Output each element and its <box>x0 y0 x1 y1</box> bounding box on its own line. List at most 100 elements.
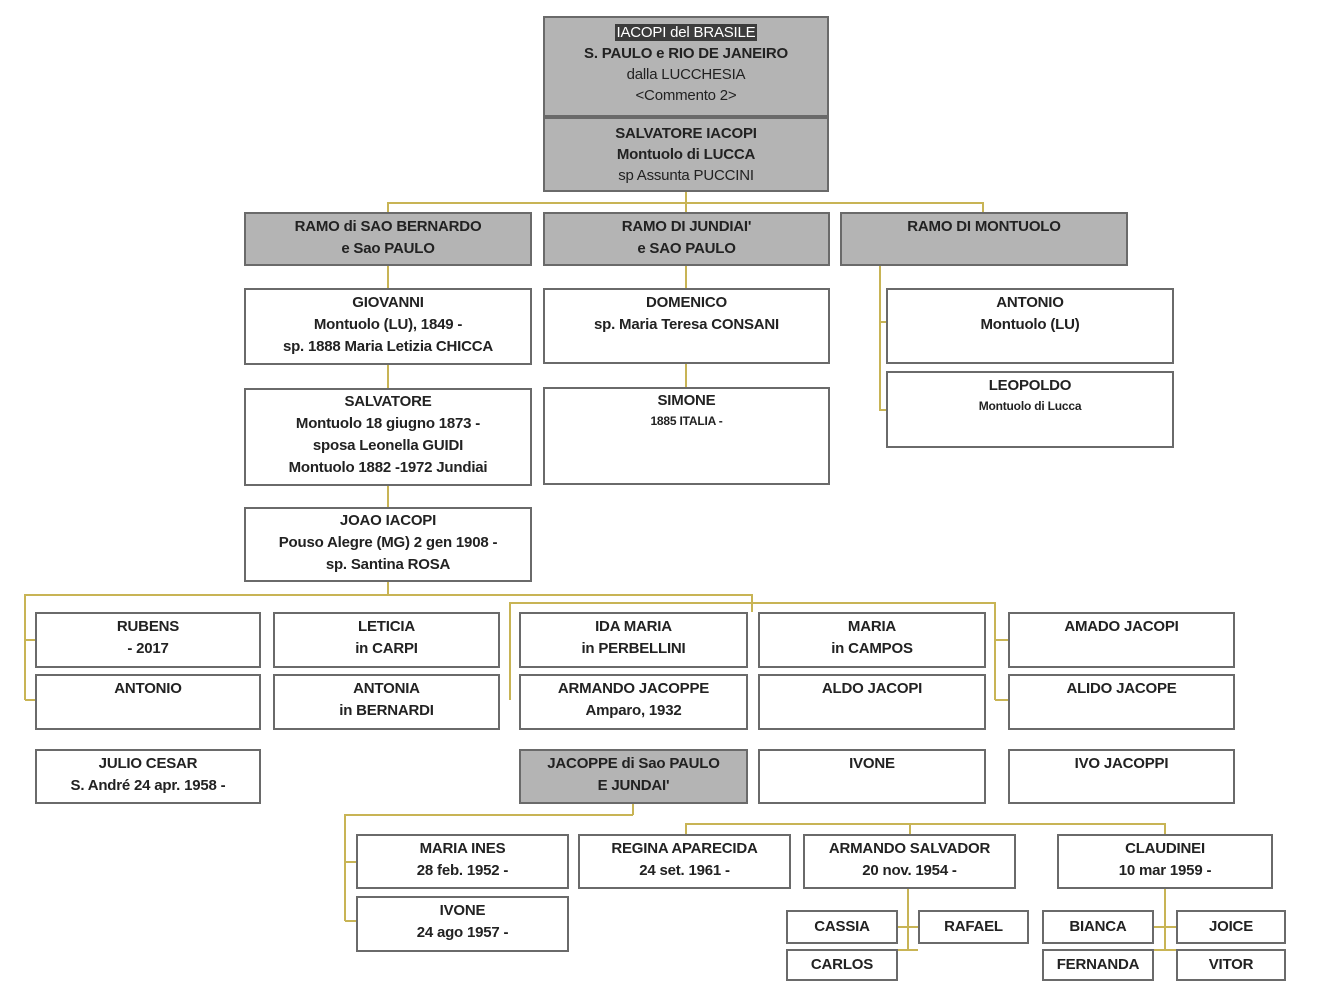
person-name: CASSIA <box>814 918 870 935</box>
branch-jundiai: RAMO DI JUNDIAI' e SAO PAULO <box>543 212 830 266</box>
person-ivone-1957: IVONE 24 ago 1957 - <box>356 896 569 952</box>
person-name: LEOPOLDO <box>988 377 1072 394</box>
person-detail: S. André 24 apr. 1958 - <box>70 777 226 794</box>
person-domenico: DOMENICO sp. Maria Teresa CONSANI <box>543 288 830 364</box>
person-detail: in BERNARDI <box>339 702 434 719</box>
branch-sao-bernardo: RAMO di SAO BERNARDO e Sao PAULO <box>244 212 532 266</box>
person-name: JULIO CESAR <box>98 755 198 772</box>
person-name: ALDO JACOPI <box>821 680 923 697</box>
branch-label: e SAO PAULO <box>637 240 736 257</box>
person-armando-jacoppe: ARMANDO JACOPPE Amparo, 1932 <box>519 674 748 730</box>
person-regina: REGINA APARECIDA 24 set. 1961 - <box>578 834 791 889</box>
person-name: MARIA <box>847 618 897 635</box>
person-ivone: IVONE <box>758 749 986 804</box>
person-joice: JOICE <box>1176 910 1286 944</box>
person-name: GIOVANNI <box>352 294 424 311</box>
connector <box>344 814 633 921</box>
person-detail: Pouso Alegre (MG) 2 gen 1908 - <box>278 534 498 551</box>
person-detail: in CARPI <box>355 640 418 657</box>
branch-label: RAMO di SAO BERNARDO <box>294 218 482 235</box>
person-detail: Montuolo 18 giugno 1873 - <box>295 415 481 432</box>
person-name: RAFAEL <box>944 918 1003 935</box>
header-title: IACOPI del BRASILE <box>614 24 758 41</box>
person-name: CARLOS <box>810 956 874 973</box>
person-cassia: CASSIA <box>786 910 898 944</box>
connector <box>685 823 1166 834</box>
person-name: IDA MARIA <box>595 618 672 635</box>
person-detail: sp. Santina ROSA <box>325 556 451 573</box>
person-detail: - 2017 <box>127 640 169 657</box>
person-detail: 20 nov. 1954 - <box>862 862 957 879</box>
person-name: ARMANDO SALVADOR <box>828 840 991 857</box>
founder-line2: Montuolo di LUCCA <box>616 146 756 163</box>
header-line2: S. PAULO e RIO DE JANEIRO <box>584 45 788 62</box>
founder-line3: sp Assunta PUCCINI <box>618 167 754 184</box>
person-joao: JOAO IACOPI Pouso Alegre (MG) 2 gen 1908… <box>244 507 532 582</box>
person-name: JOAO IACOPI <box>339 512 437 529</box>
person-detail: Amparo, 1932 <box>585 702 682 719</box>
person-detail: Montuolo 1882 -1972 Jundiai <box>288 459 488 476</box>
founder-name: SALVATORE IACOPI <box>615 125 757 142</box>
person-leopoldo: LEOPOLDO Montuolo di Lucca <box>886 371 1174 448</box>
person-antonia: ANTONIA in BERNARDI <box>273 674 500 730</box>
person-maria-ines: MARIA INES 28 feb. 1952 - <box>356 834 569 889</box>
branch-label: E JUNDAI' <box>597 777 670 794</box>
connector <box>879 266 886 411</box>
connector <box>509 602 996 700</box>
person-name: MARIA INES <box>419 840 506 857</box>
person-alido: ALIDO JACOPE <box>1008 674 1235 730</box>
person-detail: sp. Maria Teresa CONSANI <box>594 316 779 333</box>
header-line4: <Commento 2> <box>635 87 737 104</box>
person-claudinei: CLAUDINEI 10 mar 1959 - <box>1057 834 1273 889</box>
person-antonio-montuolo: ANTONIO Montuolo (LU) <box>886 288 1174 364</box>
person-detail: sp. 1888 Maria Letizia CHICCA <box>282 338 494 355</box>
person-name: ARMANDO JACOPPE <box>557 680 710 697</box>
person-name: ANTONIO <box>996 294 1064 311</box>
person-salvatore: SALVATORE Montuolo 18 giugno 1873 - spos… <box>244 388 532 486</box>
person-name: AMADO JACOPI <box>1064 618 1179 635</box>
person-name: VITOR <box>1208 956 1254 973</box>
person-detail: Montuolo di Lucca <box>978 399 1082 413</box>
person-armando-salvador: ARMANDO SALVADOR 20 nov. 1954 - <box>803 834 1016 889</box>
person-name: ALIDO JACOPE <box>1066 680 1177 697</box>
person-detail: 1885 ITALIA - <box>650 414 723 428</box>
person-simone: SIMONE 1885 ITALIA - <box>543 387 830 485</box>
person-name: ANTONIA <box>353 680 420 697</box>
person-name: BIANCA <box>1069 918 1127 935</box>
person-amado: AMADO JACOPI <box>1008 612 1235 668</box>
person-fernanda: FERNANDA <box>1042 949 1154 981</box>
person-detail: in PERBELLINI <box>581 640 686 657</box>
person-detail: 10 mar 1959 - <box>1118 862 1212 879</box>
person-ida-maria: IDA MARIA in PERBELLINI <box>519 612 748 668</box>
person-detail: 28 feb. 1952 - <box>416 862 509 879</box>
person-name: DOMENICO <box>646 294 727 311</box>
person-julio-cesar: JULIO CESAR S. André 24 apr. 1958 - <box>35 749 261 804</box>
person-name: SIMONE <box>657 392 716 409</box>
person-detail: sposa Leonella GUIDI <box>312 437 464 454</box>
person-leticia: LETICIA in CARPI <box>273 612 500 668</box>
branch-label: JACOPPE di Sao PAULO <box>547 755 720 772</box>
branch-label: e Sao PAULO <box>341 240 435 257</box>
person-detail: 24 ago 1957 - <box>416 924 509 941</box>
person-rubens: RUBENS - 2017 <box>35 612 261 668</box>
person-carlos: CARLOS <box>786 949 898 981</box>
branch-jacoppe-sao-paulo: JACOPPE di Sao PAULO E JUNDAI' <box>519 749 748 804</box>
person-name: LETICIA <box>358 618 415 635</box>
header-box: IACOPI del BRASILE S. PAULO e RIO DE JAN… <box>543 16 829 117</box>
person-name: JOICE <box>1208 918 1253 935</box>
person-name: CLAUDINEI <box>1125 840 1205 857</box>
person-name: RUBENS <box>116 618 180 635</box>
person-vitor: VITOR <box>1176 949 1286 981</box>
person-giovanni: GIOVANNI Montuolo (LU), 1849 - sp. 1888 … <box>244 288 532 365</box>
person-antonio: ANTONIO <box>35 674 261 730</box>
person-maria: MARIA in CAMPOS <box>758 612 986 668</box>
person-detail: in CAMPOS <box>831 640 913 657</box>
person-bianca: BIANCA <box>1042 910 1154 944</box>
branch-label: RAMO DI JUNDIAI' <box>621 218 752 235</box>
person-detail: Montuolo (LU) <box>980 316 1080 333</box>
person-name: FERNANDA <box>1056 956 1140 973</box>
branch-montuolo: RAMO DI MONTUOLO <box>840 212 1128 266</box>
person-detail: 24 set. 1961 - <box>639 862 730 879</box>
person-name: REGINA APARECIDA <box>611 840 758 857</box>
